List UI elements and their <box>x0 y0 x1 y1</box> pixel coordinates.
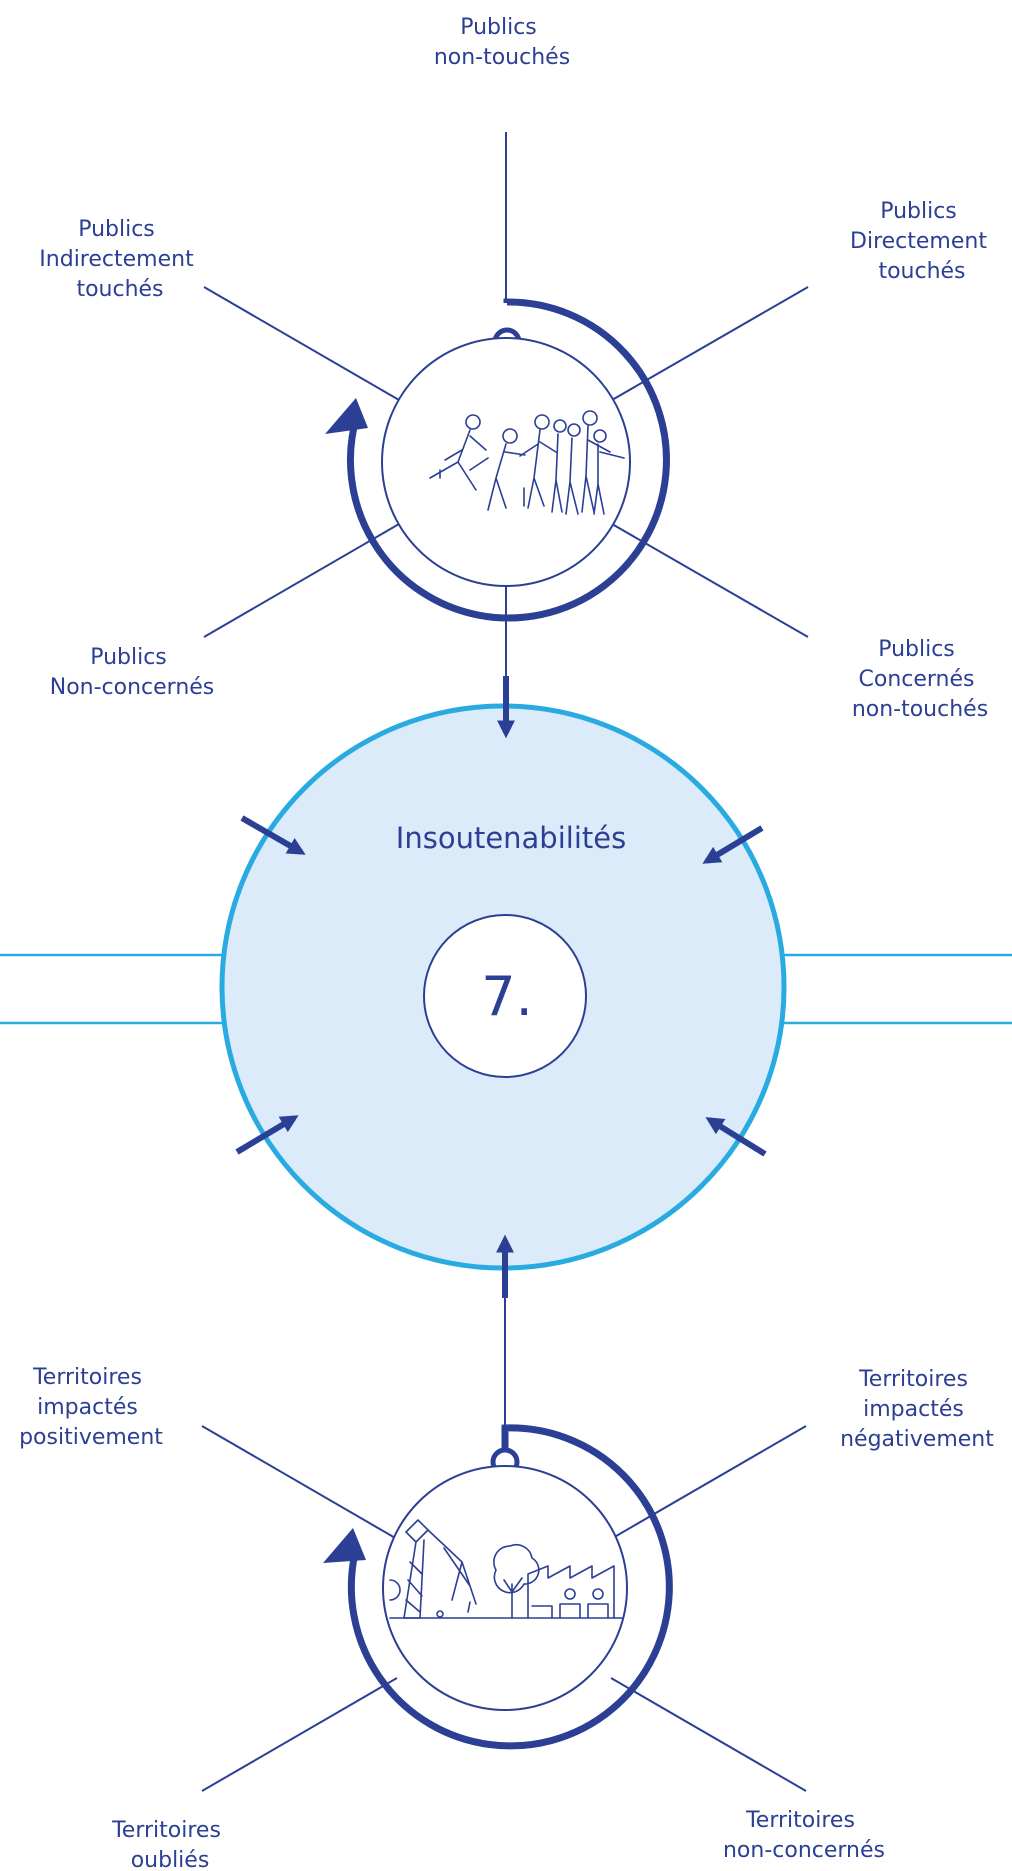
label-territoires-impactes-negativement: Territoires impactés négativement <box>840 1367 994 1452</box>
label-publics-concernes-non-touches: Publics Concernés non-touchés <box>852 637 988 722</box>
arrow-lower-left-icon <box>235 1115 299 1155</box>
territoires-cluster: Territoires impactés positivement Territ… <box>19 1234 994 1871</box>
territoires-inner-circle <box>382 1465 628 1711</box>
spoke-lower-right <box>610 1677 807 1792</box>
label-territoires-non-concernes: Territoires non-concernés <box>723 1808 885 1863</box>
spoke-upper-left <box>203 286 400 401</box>
publics-inner-circle <box>381 337 631 587</box>
horizontal-band-lines <box>0 953 1012 1025</box>
cycle-arrowhead-icon <box>323 1528 366 1563</box>
label-territoires-oublies: Territoires oubliés <box>111 1818 228 1871</box>
spoke-upper-left <box>201 1425 398 1540</box>
cycle-arc <box>347 1424 673 1750</box>
cycle-arrowhead-icon <box>325 398 368 434</box>
arrow-upper-right-icon <box>702 825 764 864</box>
center-title: Insoutenabilités <box>396 821 626 855</box>
label-territoires-impactes-positivement: Territoires impactés positivement <box>19 1365 163 1450</box>
label-publics-non-concernes: Publics Non-concernés <box>50 645 215 700</box>
label-publics-indirectement-touches: Publics Indirectement touchés <box>39 217 200 302</box>
center-number: 7. <box>481 965 533 1028</box>
spoke-upper-right <box>610 1425 807 1540</box>
cycle-arc <box>347 298 670 622</box>
spoke-lower-left <box>203 523 400 638</box>
inward-arrows <box>235 815 767 1157</box>
label-publics-non-touches: Publics non-touchés <box>434 15 570 70</box>
territory-landscape-icon <box>389 1519 623 1619</box>
arrow-lower-right-icon <box>705 1117 767 1157</box>
label-publics-directement-touches: Publics Directement touchés <box>850 199 994 284</box>
arrow-upper-left-icon <box>240 815 306 855</box>
publics-cluster: Publics non-touchés Publics Indirectemen… <box>39 15 994 739</box>
spoke-upper-right <box>611 286 809 401</box>
people-group-icon <box>429 410 625 515</box>
spoke-lower-left <box>201 1677 398 1792</box>
number-circle <box>423 914 587 1078</box>
